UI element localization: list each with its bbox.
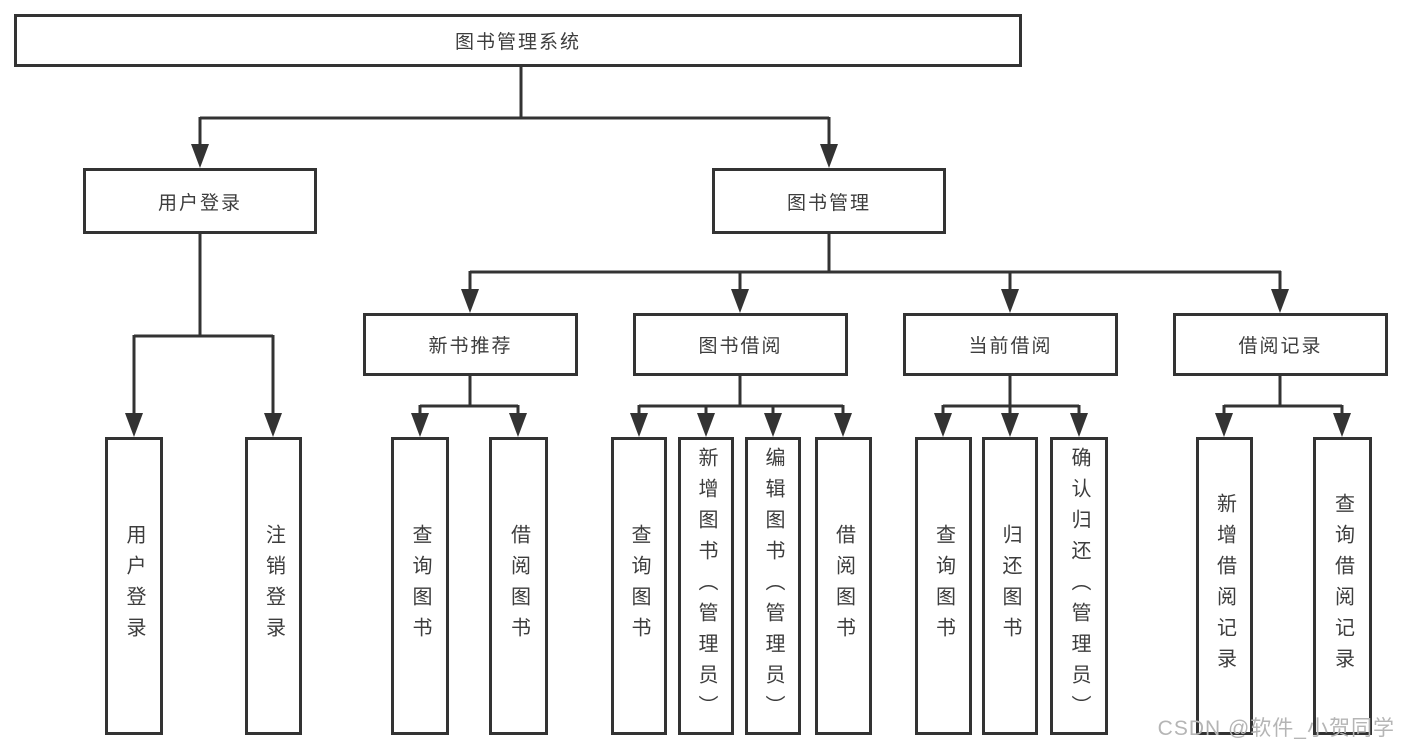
leaf-label: 查询图书 xyxy=(628,524,650,648)
leaf-query-books-newbook: 查询图书 xyxy=(391,437,449,735)
leaf-query-books-current: 查询图书 xyxy=(915,437,972,735)
leaf-label: 用户登录 xyxy=(123,524,145,648)
leaf-borrow-books-borrow: 借阅图书 xyxy=(815,437,872,735)
connector-paths xyxy=(132,66,1344,414)
leaf-label: 借阅图书 xyxy=(832,524,855,648)
leaf-return-books: 归还图书 xyxy=(982,437,1038,735)
leaf-label: 确认归还（管理员） xyxy=(1068,446,1090,726)
leaf-label: 新增借阅记录 xyxy=(1213,493,1236,679)
csdn-watermark: CSDN @软件_小贺同学 xyxy=(1157,717,1395,740)
node-book-borrowing: 图书借阅 xyxy=(633,313,848,376)
arrowheads xyxy=(125,144,1351,437)
leaf-add-books-admin: 新增图书（管理员） xyxy=(678,437,734,735)
leaf-query-borrow-record: 查询借阅记录 xyxy=(1313,437,1372,735)
node-new-book-recommendation: 新书推荐 xyxy=(363,313,578,376)
node-user-login: 用户登录 xyxy=(83,168,317,234)
leaf-label: 借阅图书 xyxy=(507,524,530,648)
leaf-label: 注销登录 xyxy=(262,524,285,648)
leaf-query-books-borrow: 查询图书 xyxy=(611,437,667,735)
leaf-label: 查询借阅记录 xyxy=(1331,493,1354,679)
leaf-logout-login: 注销登录 xyxy=(245,437,302,735)
node-library-management-system: 图书管理系统 xyxy=(14,14,1022,67)
leaf-label: 新增图书（管理员） xyxy=(695,446,717,726)
leaf-label: 查询图书 xyxy=(932,524,955,648)
leaf-borrow-books-newbook: 借阅图书 xyxy=(489,437,548,735)
leaf-label: 查询图书 xyxy=(409,524,431,648)
leaf-confirm-return-admin: 确认归还（管理员） xyxy=(1050,437,1108,735)
node-current-borrowing: 当前借阅 xyxy=(903,313,1118,376)
leaf-label: 归还图书 xyxy=(999,524,1021,648)
leaf-add-borrow-record: 新增借阅记录 xyxy=(1196,437,1253,735)
node-borrowing-records: 借阅记录 xyxy=(1173,313,1388,376)
leaf-edit-books-admin: 编辑图书（管理员） xyxy=(745,437,801,735)
leaf-user-login: 用户登录 xyxy=(105,437,163,735)
node-book-management: 图书管理 xyxy=(712,168,946,234)
leaf-label: 编辑图书（管理员） xyxy=(762,446,784,726)
